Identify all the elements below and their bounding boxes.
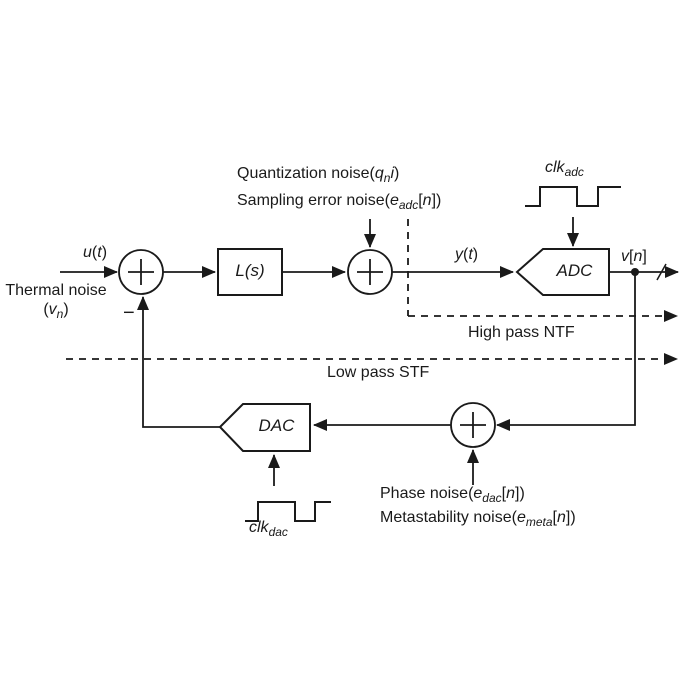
input-signal-label: u(t) <box>83 244 108 261</box>
sampling-error-noise-label: Sampling error noise(eadc[n]) <box>237 192 442 213</box>
y-signal-label: y(t) <box>455 246 479 263</box>
clk-dac-label: clkdac <box>249 519 288 540</box>
high-pass-ntf-label: High pass NTF <box>468 324 575 341</box>
clock-waveform-dac-icon <box>245 501 331 522</box>
bus-width-slash-icon <box>656 263 667 281</box>
minus-sign: − <box>123 302 135 324</box>
loop-filter-label: L(s) <box>235 261 265 280</box>
plus-icon <box>460 412 486 438</box>
phase-noise-label: Phase noise(edac[n]) <box>380 485 525 506</box>
clk-adc-label: clkadc <box>545 159 584 180</box>
plus-icon <box>128 259 154 285</box>
plus-icon <box>357 259 383 285</box>
feedback-line-left <box>137 296 220 428</box>
low-pass-stf-label: Low pass STF <box>327 364 430 381</box>
thermal-noise-label: Thermal noise <box>5 282 107 299</box>
loop-filter-block <box>217 248 283 296</box>
dac-block <box>218 403 311 452</box>
output-signal-label: v[n] <box>621 248 647 265</box>
thermal-noise-symbol: (vn) <box>43 301 69 322</box>
metastability-noise-label: Metastability noise(emeta[n]) <box>380 509 576 530</box>
feedback-line-right <box>496 272 636 431</box>
quantization-noise-label: Quantization noise(qni) <box>237 165 400 186</box>
adc-label: ADC <box>556 261 593 280</box>
dac-label: DAC <box>258 416 295 435</box>
clock-waveform-adc-icon <box>525 186 621 207</box>
